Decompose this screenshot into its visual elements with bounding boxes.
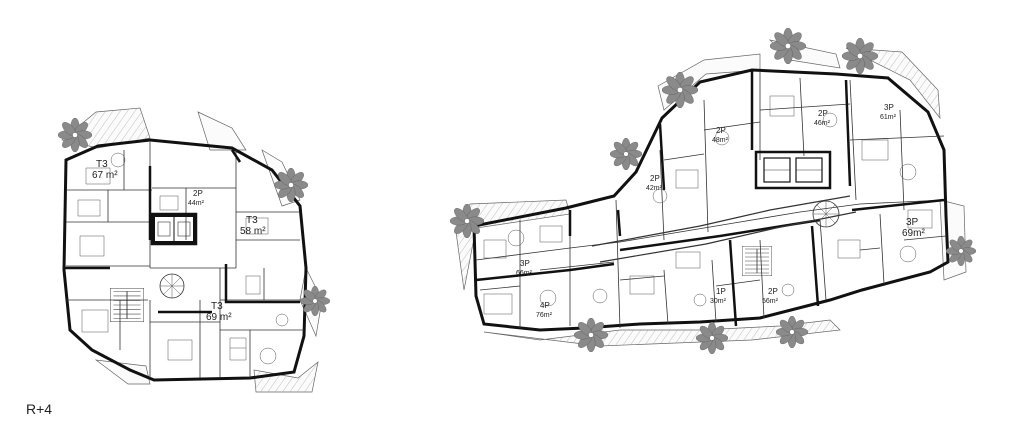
unit-type: 2P — [193, 189, 203, 198]
left-interior-walls — [66, 142, 304, 378]
unit-area: 69m² — [902, 228, 925, 239]
right-unit-label-4: 2P 46m² — [814, 109, 831, 127]
right-unit-label-1: 4P 76m² — [536, 301, 553, 319]
right-unit-label-6: 3P 69m² — [902, 217, 925, 239]
right-unit-label-5: 3P 61m² — [880, 103, 897, 121]
unit-area: 58 m² — [240, 226, 266, 237]
unit-type: 2P — [768, 287, 778, 296]
staircase-icon — [110, 288, 144, 322]
tree-symbol-icon — [450, 204, 484, 238]
right-interior-walls — [475, 72, 947, 329]
floor-level-label: R+4 — [26, 401, 53, 417]
unit-type: 2P — [818, 109, 828, 118]
unit-type: 3P — [884, 103, 894, 112]
unit-type: 3P — [906, 217, 919, 228]
right-spiral-stair — [812, 200, 840, 228]
left-unit-label-2: T3 58 m² — [240, 215, 266, 237]
left-structural-walls — [64, 149, 300, 314]
unit-type: T3 — [96, 159, 108, 170]
tree-symbol-icon — [274, 168, 308, 202]
tree-symbol-icon — [58, 118, 92, 152]
right-unit-label-2: 2P 42m² — [646, 174, 663, 192]
left-elevator-core — [153, 215, 195, 243]
tree-symbol-icon — [776, 316, 808, 348]
right-unit-label-8: 2P 56m² — [762, 287, 779, 305]
unit-area: 48m² — [712, 137, 729, 144]
unit-area: 76m² — [536, 312, 553, 319]
left-unit-label-1: 2P 44m² — [188, 189, 205, 207]
unit-type: T3 — [211, 301, 223, 312]
tree-symbol-icon — [946, 236, 976, 266]
right-unit-label-0: 3P 66m² — [516, 259, 533, 277]
unit-type: 2P — [650, 174, 660, 183]
unit-area: 44m² — [188, 200, 205, 207]
tree-symbol-icon — [662, 72, 698, 108]
left-unit-label-3: T3 69 m² — [206, 301, 232, 323]
right-elevator-core — [754, 150, 832, 190]
unit-type: 1P — [716, 287, 726, 296]
unit-area: 30m² — [710, 298, 727, 305]
right-building-plan: 3P 66m² 4P 76m² 2P 42m² 2P 48m² 2P 46m² … — [450, 28, 976, 354]
tree-symbol-icon — [574, 318, 608, 352]
tree-symbol-icon — [770, 28, 806, 64]
right-unit-label-3: 2P 48m² — [712, 126, 729, 144]
tree-symbol-icon — [696, 322, 728, 354]
tree-symbol-icon — [842, 38, 878, 74]
unit-area: 66m² — [516, 270, 533, 277]
unit-area: 56m² — [762, 298, 779, 305]
tree-symbol-icon — [300, 286, 330, 316]
unit-area: 67 m² — [92, 170, 118, 181]
left-spiral-stair — [159, 273, 185, 299]
unit-area: 42m² — [646, 185, 663, 192]
left-furniture — [77, 152, 289, 365]
left-unit-label-0: T3 67 m² — [92, 159, 118, 181]
unit-area: 46m² — [814, 120, 831, 127]
unit-area: 61m² — [880, 114, 897, 121]
left-exterior-wall — [62, 138, 308, 382]
staircase-icon — [742, 246, 772, 276]
unit-type: T3 — [246, 215, 258, 226]
right-corridor — [591, 195, 857, 263]
tree-symbol-icon — [610, 138, 642, 170]
left-building-plan: T3 67 m² 2P 44m² T3 58 m² T3 69 m² — [58, 107, 330, 393]
right-furniture — [483, 95, 933, 315]
unit-type: 2P — [716, 126, 726, 135]
unit-type: 3P — [520, 259, 530, 268]
right-unit-label-7: 1P 30m² — [710, 287, 727, 305]
right-exterior-wall — [472, 68, 950, 332]
elevator-icon — [157, 221, 171, 237]
unit-type: 4P — [540, 301, 550, 310]
unit-area: 69 m² — [206, 312, 232, 323]
